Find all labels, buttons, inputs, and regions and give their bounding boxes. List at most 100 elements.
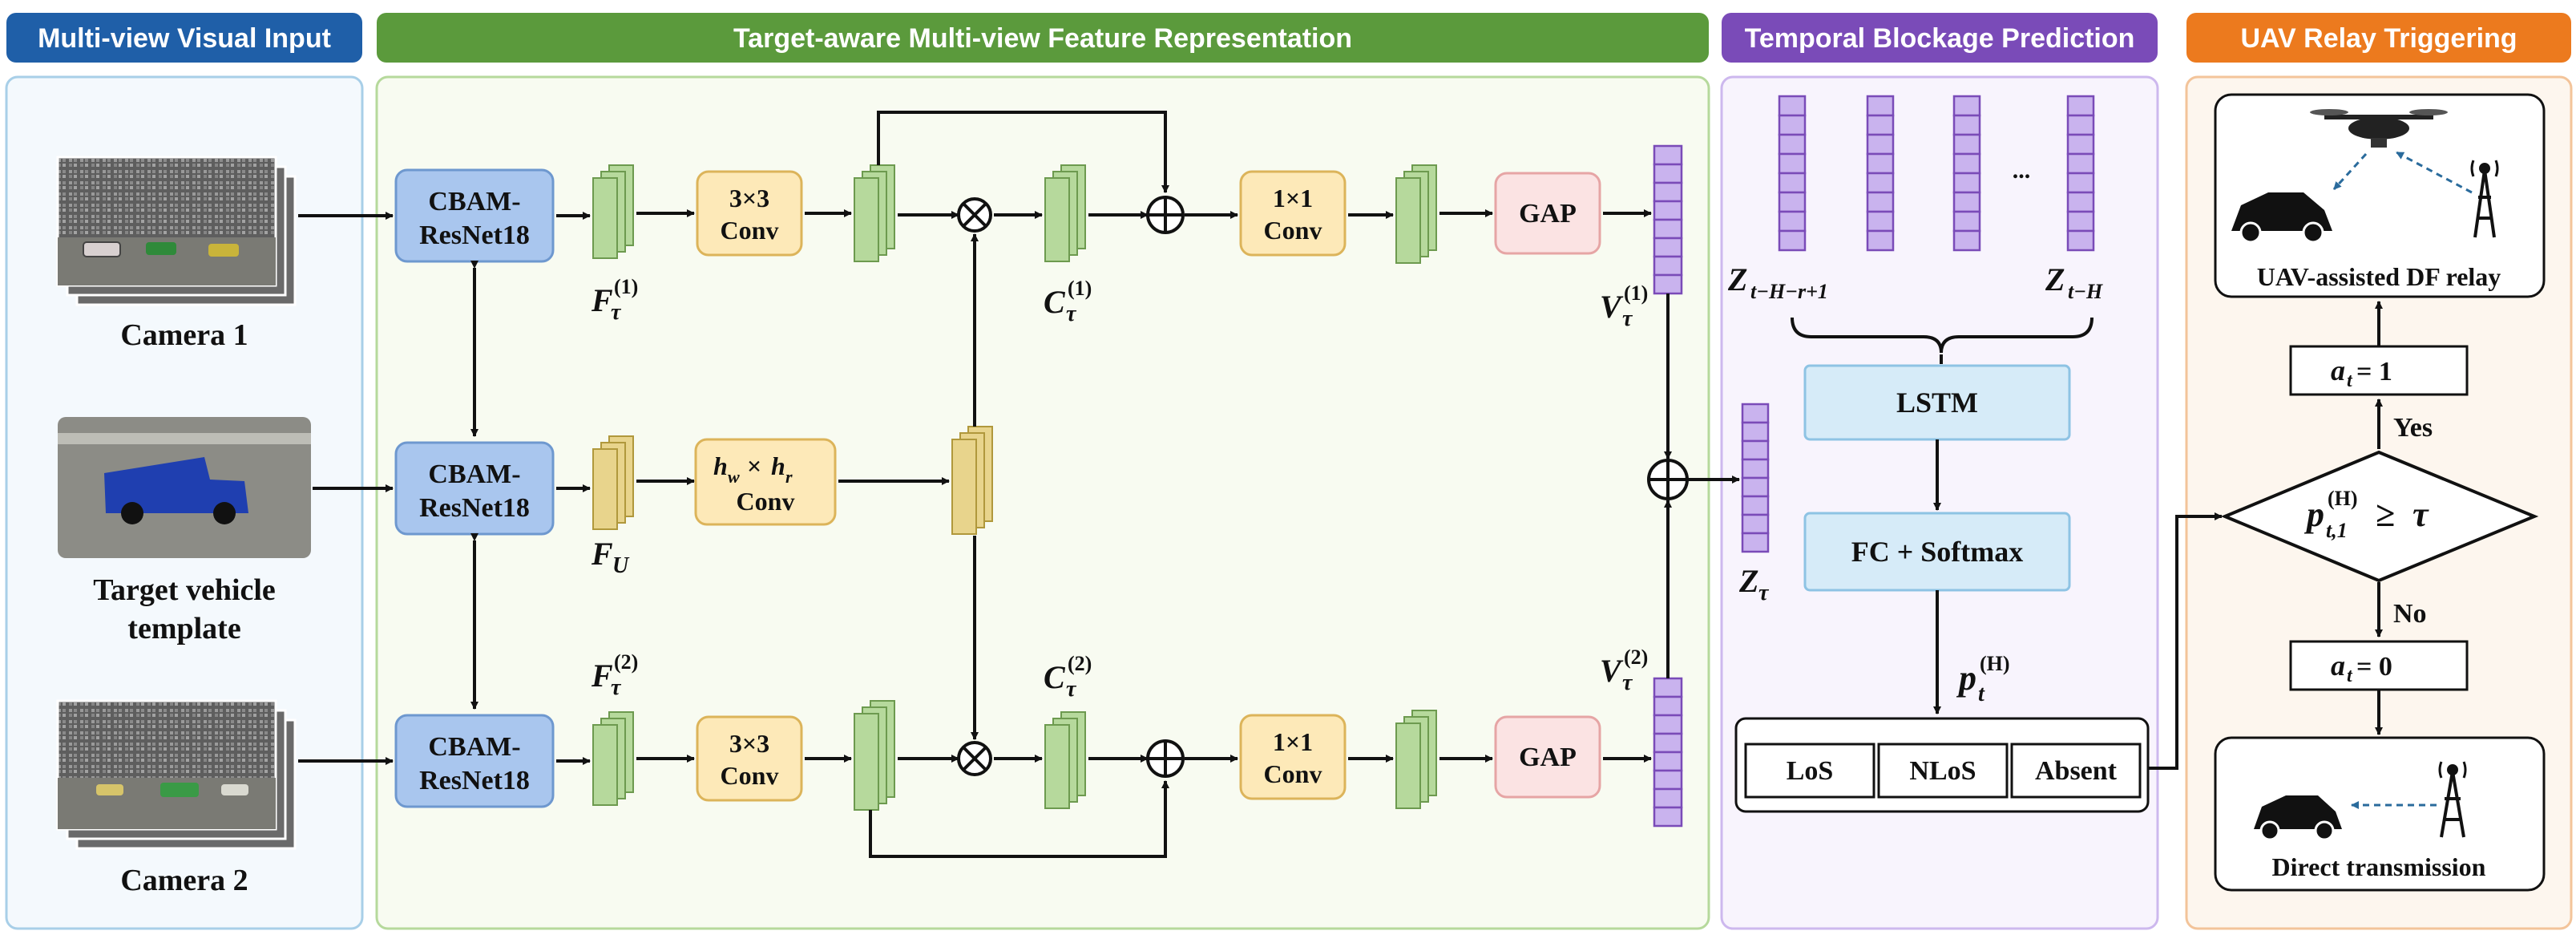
template-image [58, 417, 311, 558]
sequence-vector-3 [1952, 95, 1981, 252]
label-F-tau-1: F τ (1) [591, 275, 638, 325]
conv1x1-feature-1 [1395, 164, 1437, 264]
sequence-vector-4 [2066, 95, 2095, 252]
add-op-1 [1088, 196, 1185, 234]
header-temporal: Temporal Blockage Prediction [1722, 13, 2158, 63]
svg-text:t,1: t,1 [2326, 519, 2348, 542]
cbam-label-line2: ResNet18 [419, 766, 530, 795]
svg-text:C: C [1044, 284, 1066, 320]
conv1x1-block-1: 1×1 Conv [1239, 170, 1347, 257]
car-icon [2254, 795, 2342, 841]
svg-text:Z: Z [1738, 563, 1758, 599]
svg-text:τ: τ [611, 300, 622, 325]
cbam-resnet18-block-1: CBAM- ResNet18 [394, 168, 555, 263]
svg-text:Conv: Conv [1264, 216, 1322, 245]
svg-text:τ: τ [1622, 670, 1633, 695]
skip-connection-1 [877, 111, 1169, 193]
svg-text:Conv: Conv [737, 487, 795, 516]
feature-map-F1 [592, 164, 634, 259]
template-label-line2: template [127, 612, 240, 646]
conv3x3-block-1: 3×3 Conv [696, 170, 803, 257]
svg-text:h: h [771, 451, 785, 480]
svg-text:GAP: GAP [1519, 199, 1577, 229]
camera2-image-stack [56, 699, 297, 850]
header-input-label: Multi-view Visual Input [38, 23, 331, 54]
label-Z-tau: Z τ [1738, 563, 1770, 605]
label-F-tau-2: F τ (2) [591, 650, 638, 700]
svg-text:a: a [2331, 354, 2345, 387]
svg-text:V: V [1600, 653, 1624, 689]
sequence-vector-2 [1866, 95, 1895, 252]
class-nlos: NLoS [1909, 756, 1976, 786]
svg-text:t−H: t−H [2068, 280, 2103, 303]
gap-block-2: GAP [1494, 715, 1601, 799]
direct-transmission-scene: Direct transmission [2214, 736, 2546, 892]
decision-yes-label: Yes [2393, 413, 2433, 443]
label-V-tau-2: V τ (2) [1600, 646, 1648, 695]
cbam-label-line1: CBAM- [428, 732, 520, 762]
cbam-resnet18-block-template: CBAM- ResNet18 [394, 441, 555, 536]
feature-map-FU [592, 435, 634, 530]
header-input: Multi-view Visual Input [6, 13, 362, 63]
label-C-tau-2: C τ (2) [1044, 652, 1092, 702]
svg-text:t: t [2347, 370, 2353, 391]
svg-text:a: a [2331, 650, 2345, 682]
svg-text:≥: ≥ [2376, 495, 2395, 534]
cbam-label-line1: CBAM- [428, 459, 520, 489]
svg-text:= 0: = 0 [2356, 652, 2392, 682]
svg-text:p: p [1956, 658, 1976, 698]
fc-softmax-block: FC + Softmax [1803, 512, 2071, 592]
svg-text:F: F [591, 536, 613, 572]
vector-V2 [1653, 677, 1683, 828]
cbam-resnet18-block-2: CBAM- ResNet18 [394, 714, 555, 808]
svg-text:τ: τ [611, 675, 622, 700]
svg-text:(2): (2) [1068, 652, 1092, 675]
svg-text:τ: τ [1066, 677, 1077, 702]
svg-text:(2): (2) [1624, 646, 1648, 669]
action-a-equals-0: a t = 0 [2289, 640, 2469, 691]
svg-text:U: U [612, 553, 630, 578]
uav-caption: UAV-assisted DF relay [2257, 262, 2501, 291]
fusion-add-op [1647, 459, 1689, 500]
action-a-equals-1: a t = 1 [2289, 345, 2469, 396]
svg-text:V: V [1600, 289, 1624, 325]
svg-text:1×1: 1×1 [1273, 727, 1313, 756]
svg-text:LSTM: LSTM [1896, 387, 1978, 419]
vector-Z-tau [1741, 403, 1770, 553]
svg-text:(H): (H) [1980, 652, 2010, 675]
svg-text:t−H−r+1: t−H−r+1 [1750, 280, 1828, 303]
conv1x1-block-2: 1×1 Conv [1239, 714, 1347, 800]
label-F-U: F U [591, 536, 630, 578]
svg-text:(1): (1) [1068, 277, 1092, 300]
camera1-label: Camera 1 [120, 318, 248, 352]
prediction-classes: LoS NLoS Absent [1734, 717, 2150, 813]
svg-text:Conv: Conv [721, 216, 779, 245]
svg-text:τ: τ [1066, 302, 1077, 326]
svg-text:Z: Z [1727, 261, 1747, 297]
template-label-line1: Target vehicle [93, 573, 276, 607]
sequence-vector-1 [1778, 95, 1807, 252]
svg-text:(1): (1) [1624, 281, 1648, 305]
svg-text:τ: τ [1758, 581, 1770, 605]
sequence-brace [1791, 317, 2094, 354]
header-feature: Target-aware Multi-view Feature Represen… [377, 13, 1709, 63]
svg-text:w: w [728, 467, 740, 487]
header-temporal-label: Temporal Blockage Prediction [1745, 23, 2135, 54]
svg-text:F: F [591, 658, 613, 694]
template-conv-feature [951, 426, 993, 535]
camera1-image-stack [56, 156, 297, 306]
svg-text:GAP: GAP [1519, 743, 1577, 772]
arrow-classes-to-decision [2148, 512, 2223, 770]
svg-text:3×3: 3×3 [729, 184, 769, 212]
svg-text:C: C [1044, 659, 1066, 695]
svg-text:3×3: 3×3 [729, 729, 769, 758]
svg-text:Z: Z [2045, 261, 2065, 297]
decision-no-label: No [2393, 599, 2427, 629]
svg-text:r: r [785, 467, 793, 487]
car-icon [2231, 192, 2332, 244]
svg-text:(2): (2) [614, 650, 638, 674]
conv3x3-block-2: 3×3 Conv [696, 715, 803, 802]
svg-text:Conv: Conv [1264, 759, 1322, 788]
feature-map-F2 [592, 711, 634, 806]
